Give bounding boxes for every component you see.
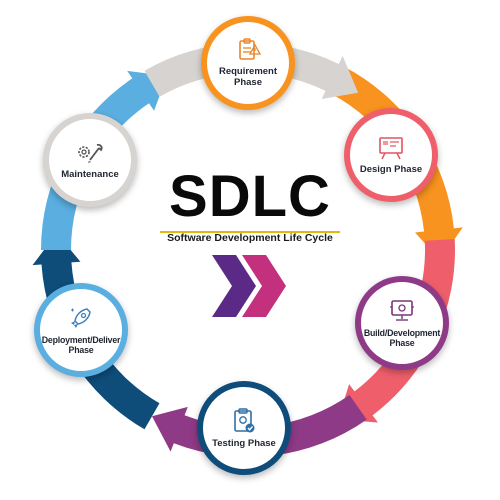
phase-maintenance: Maintenance	[43, 113, 137, 207]
phase-build-development: Build/Development Phase	[355, 276, 449, 370]
chevron-front	[242, 255, 286, 317]
phase-label: Maintenance	[61, 168, 119, 180]
phase-label: Testing Phase	[212, 437, 276, 449]
design-board-icon	[379, 136, 403, 159]
testing-clipboard-icon	[234, 407, 255, 433]
requirement-clipboard-icon	[239, 38, 261, 60]
cycle-arrow-5	[41, 70, 167, 250]
phase-testing: Testing Phase	[197, 381, 291, 475]
phase-label: Design Phase	[359, 163, 423, 175]
phase-label: Deployment/Deliver Phase	[41, 334, 121, 355]
build-monitor-icon	[390, 300, 414, 321]
diagram-subtitle: Software Development Life Cycle	[167, 232, 333, 244]
cycle-arrow-4	[32, 233, 160, 430]
title-underline	[160, 231, 340, 233]
phase-label: Build/Development Phase	[363, 327, 441, 348]
diagram-title: SDLC	[169, 164, 331, 229]
chevron-back	[212, 255, 256, 317]
phase-design: Design Phase	[344, 108, 438, 202]
phase-requirement: Requirement Phase	[201, 16, 295, 110]
phase-deployment-deliver: Deployment/Deliver Phase	[34, 283, 128, 377]
chevron-arrows-icon	[212, 255, 286, 317]
rocket-icon	[71, 308, 91, 328]
wrench-gear-icon	[78, 143, 103, 163]
phase-label: Requirement Phase	[218, 66, 278, 88]
